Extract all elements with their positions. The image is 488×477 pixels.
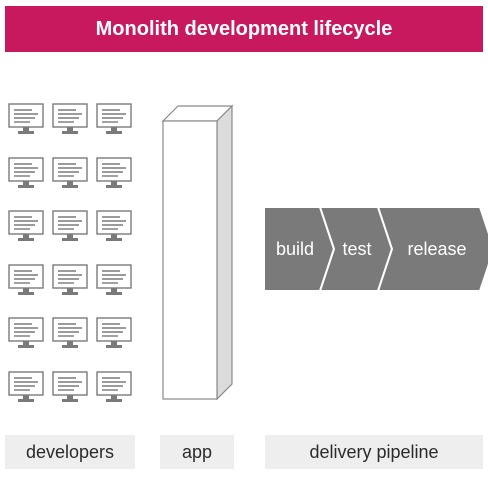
computer-monitor-icon	[8, 210, 44, 244]
developers-label: developers	[25, 441, 115, 462]
app-label: app	[181, 441, 213, 462]
pipeline-stage-release	[376, 206, 488, 292]
computer-monitor-icon	[52, 103, 88, 137]
pipeline-stage-release-label: release	[407, 239, 466, 259]
diagram-title: Monolith development lifecycle	[95, 17, 393, 40]
delivery-pipeline-label: delivery pipeline	[309, 441, 439, 462]
delivery-pipeline-label-box: delivery pipeline	[265, 435, 483, 469]
pipeline-stage-build-label: build	[276, 239, 314, 259]
computer-monitor-icon	[96, 370, 132, 405]
computer-monitor-icon	[52, 370, 88, 405]
computer-monitor-icon	[96, 317, 132, 351]
computer-monitor-icon	[96, 103, 132, 137]
computer-monitor-icon	[52, 156, 88, 191]
computer-monitor-icon	[8, 370, 44, 405]
app-block-side	[216, 104, 233, 400]
computer-monitor-icon	[52, 317, 88, 351]
computer-monitor-icon	[8, 317, 44, 351]
computer-monitor-icon	[8, 156, 44, 191]
computer-monitor-icon	[52, 210, 88, 244]
computer-monitor-icon	[96, 263, 132, 298]
pipeline-stage-test-label: test	[342, 239, 371, 259]
app-block	[161, 104, 234, 400]
title-banner: Monolith development lifecycle	[5, 6, 483, 52]
developers-label-box: developers	[5, 435, 135, 469]
computer-monitor-icon	[8, 103, 44, 137]
computer-monitor-icon	[52, 263, 88, 298]
computer-monitor-icon	[96, 156, 132, 191]
computer-monitor-icon	[96, 210, 132, 244]
app-label-box: app	[160, 435, 234, 469]
delivery-pipeline-chevrons: build test release	[263, 206, 488, 292]
app-block-front	[162, 120, 218, 400]
computer-monitor-icon	[8, 263, 44, 298]
